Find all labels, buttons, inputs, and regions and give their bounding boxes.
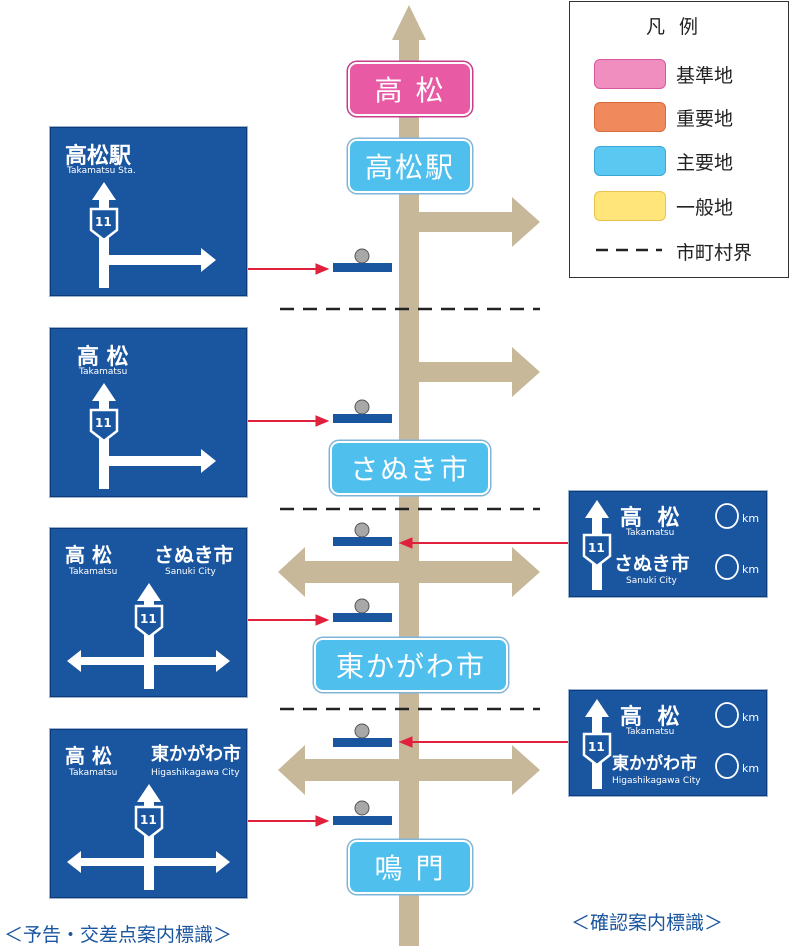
- sign-destination-2-en: Sanuki City: [626, 576, 677, 586]
- legend-label: 基準地: [676, 65, 734, 87]
- advance-sign-takamatsu-station: 高松駅 Takamatsu Sta. 11: [50, 127, 247, 296]
- sign-arrows: [89, 383, 216, 489]
- route-number: 11: [95, 416, 112, 430]
- legend-label: 市町村界: [676, 242, 753, 264]
- route-number: 11: [588, 740, 605, 754]
- caption-left: ＜予告・交差点案内標識＞: [4, 924, 233, 946]
- advance-sign-takamatsu: 高 松 Takamatsu 11: [50, 328, 247, 497]
- sign-destination-en: Takamatsu: [626, 727, 675, 737]
- legend: 凡例 基準地 重要地 主要地 一般地 市町村界: [569, 1, 789, 278]
- sign-arrows: [582, 500, 739, 590]
- route-number: 11: [95, 215, 112, 229]
- sign-destination-2: さぬき市: [614, 553, 690, 575]
- legend-swatch: [594, 59, 666, 89]
- legend-swatch: [594, 146, 666, 176]
- sign-arrows: [582, 699, 739, 789]
- place-takamatsu: 高 松: [348, 62, 472, 116]
- route-number: 11: [140, 612, 157, 626]
- distance-unit: km: [742, 563, 760, 576]
- sign-destination-en: Takamatsu: [69, 768, 118, 778]
- legend-swatch: [594, 102, 666, 132]
- branch-road-right: [419, 197, 540, 247]
- sign-destination-2: さぬき市: [154, 543, 234, 567]
- sign-arrows: [89, 182, 216, 288]
- intersection-sign-sanuki: 高 松 Takamatsu さぬき市 Sanuki City 11: [50, 528, 247, 697]
- legend-swatch: [594, 191, 666, 221]
- legend-label: 主要地: [676, 152, 734, 174]
- sign-destination-en: Takamatsu: [626, 528, 675, 538]
- legend-boundary-line: [596, 248, 662, 252]
- sign-destination-en: Takamatsu: [69, 567, 118, 577]
- sign-destination-2: 東かがわ市: [612, 754, 697, 774]
- caption-right: ＜確認案内標識＞: [571, 912, 724, 934]
- place-naruto: 鳴 門: [348, 840, 472, 894]
- sign-destination-2-en: Higashikagawa City: [612, 776, 701, 786]
- place-higashikagawa: 東かがわ市: [314, 638, 508, 692]
- sign-destination-2-en: Sanuki City: [165, 567, 216, 577]
- place-sanuki: さぬき市: [330, 441, 490, 495]
- sign-destination: 高 松: [620, 506, 684, 531]
- confirmation-sign-sanuki: 11 高 松 Takamatsu さぬき市 Sanuki City km km: [569, 491, 767, 597]
- sign-marker: [333, 598, 392, 622]
- crossing-road: [278, 745, 540, 795]
- branch-road-right: [419, 347, 540, 397]
- sign-marker: [333, 522, 392, 546]
- sign-marker: [333, 248, 392, 272]
- crossing-road: [278, 547, 540, 597]
- pointer-arrow: [247, 263, 569, 827]
- sign-marker: [333, 399, 392, 423]
- sign-destination: 高松駅: [65, 144, 132, 169]
- legend-label: 一般地: [676, 197, 734, 219]
- sign-destination: 高 松: [65, 543, 112, 567]
- legend-item: 市町村界: [594, 236, 752, 266]
- intersection-sign-higashikagawa: 高 松 Takamatsu 東かがわ市 Higashikagawa City 1…: [50, 729, 247, 898]
- sign-destination: 高 松: [65, 744, 112, 768]
- sign-arrows: [67, 583, 230, 689]
- route-number: 11: [140, 813, 157, 827]
- distance-unit: km: [742, 711, 760, 724]
- place-takamatsu-station: 高松駅: [348, 139, 472, 193]
- sign-destination: 高 松: [77, 345, 129, 370]
- sign-destination-2: 東かがわ市: [151, 744, 241, 765]
- legend-label: 重要地: [676, 108, 734, 130]
- distance-unit: km: [742, 512, 760, 525]
- sign-destination-en: Takamatsu: [79, 367, 128, 377]
- sign-destination-en: Takamatsu Sta.: [67, 166, 136, 176]
- distance-unit: km: [742, 762, 760, 775]
- sign-destination: 高 松: [620, 705, 684, 730]
- route-number: 11: [588, 541, 605, 555]
- legend-title: 凡例: [645, 16, 712, 38]
- sign-marker: [333, 800, 392, 825]
- confirmation-sign-higashikagawa: 11 高 松 Takamatsu 東かがわ市 Higashikagawa Cit…: [569, 690, 767, 796]
- sign-destination-2-en: Higashikagawa City: [151, 768, 240, 778]
- sign-marker: [333, 723, 392, 747]
- sign-arrows: [67, 784, 230, 890]
